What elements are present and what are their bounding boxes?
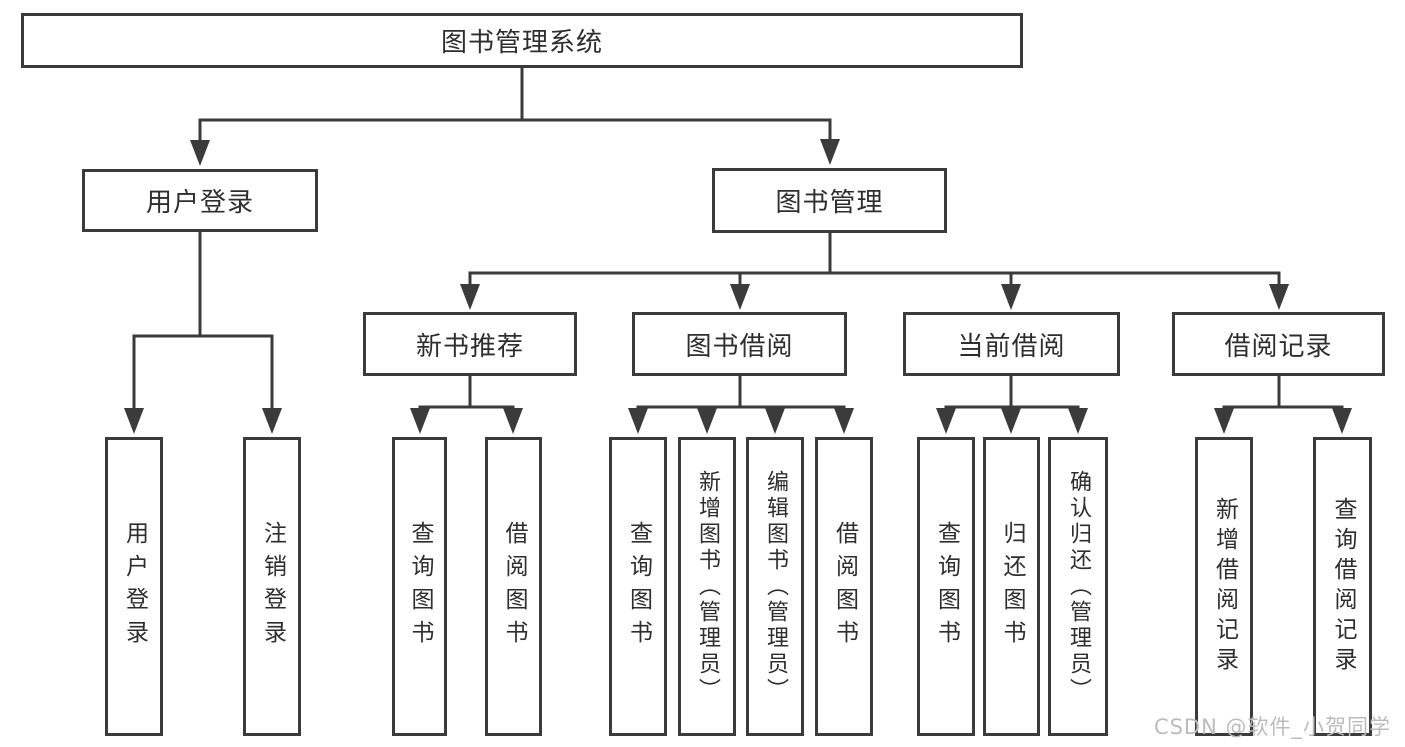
node-root-system: 图书管理系统 [21, 13, 1023, 68]
node-book-borrow: 图书借阅 [632, 312, 847, 376]
connector-current-borrow-children [936, 374, 1088, 434]
leaf-user-login: 用户登录 [105, 437, 163, 736]
leaf-return-book: 归还图书 [983, 437, 1040, 736]
leaf-borrow-book: 借阅图书 [815, 437, 873, 736]
node-new-book-rec: 新书推荐 [363, 312, 577, 376]
node-current-borrow: 当前借阅 [903, 312, 1120, 376]
connector-book-borrow-children [628, 374, 854, 434]
connector-borrow-record-children [1214, 374, 1352, 434]
connector-user-login-children [124, 230, 282, 434]
leaf-query-book-current: 查询图书 [917, 437, 975, 736]
connector-book-mgmt-children [460, 231, 1289, 310]
node-borrow-record: 借阅记录 [1172, 312, 1385, 376]
leaf-logout: 注销登录 [243, 437, 301, 736]
leaf-add-borrow-record: 新增借阅记录 [1195, 437, 1253, 736]
leaf-edit-book-admin: 编辑图书（管理员） [746, 437, 804, 736]
leaf-borrow-book-newrec: 借阅图书 [485, 437, 542, 736]
csdn-watermark: CSDN @软件_小贺同学 [1153, 715, 1391, 739]
connector-new-book-rec-children [410, 374, 523, 434]
leaf-add-book-admin: 新增图书（管理员） [678, 437, 736, 736]
connector-root-to-level2 [190, 66, 840, 166]
leaf-query-book-newrec: 查询图书 [392, 437, 447, 736]
leaf-confirm-return-admin: 确认归还（管理员） [1048, 437, 1108, 736]
leaf-query-book-borrow: 查询图书 [609, 437, 667, 736]
node-book-mgmt: 图书管理 [712, 168, 947, 233]
leaf-query-borrow-record: 查询借阅记录 [1313, 437, 1372, 736]
node-user-login: 用户登录 [82, 169, 318, 232]
